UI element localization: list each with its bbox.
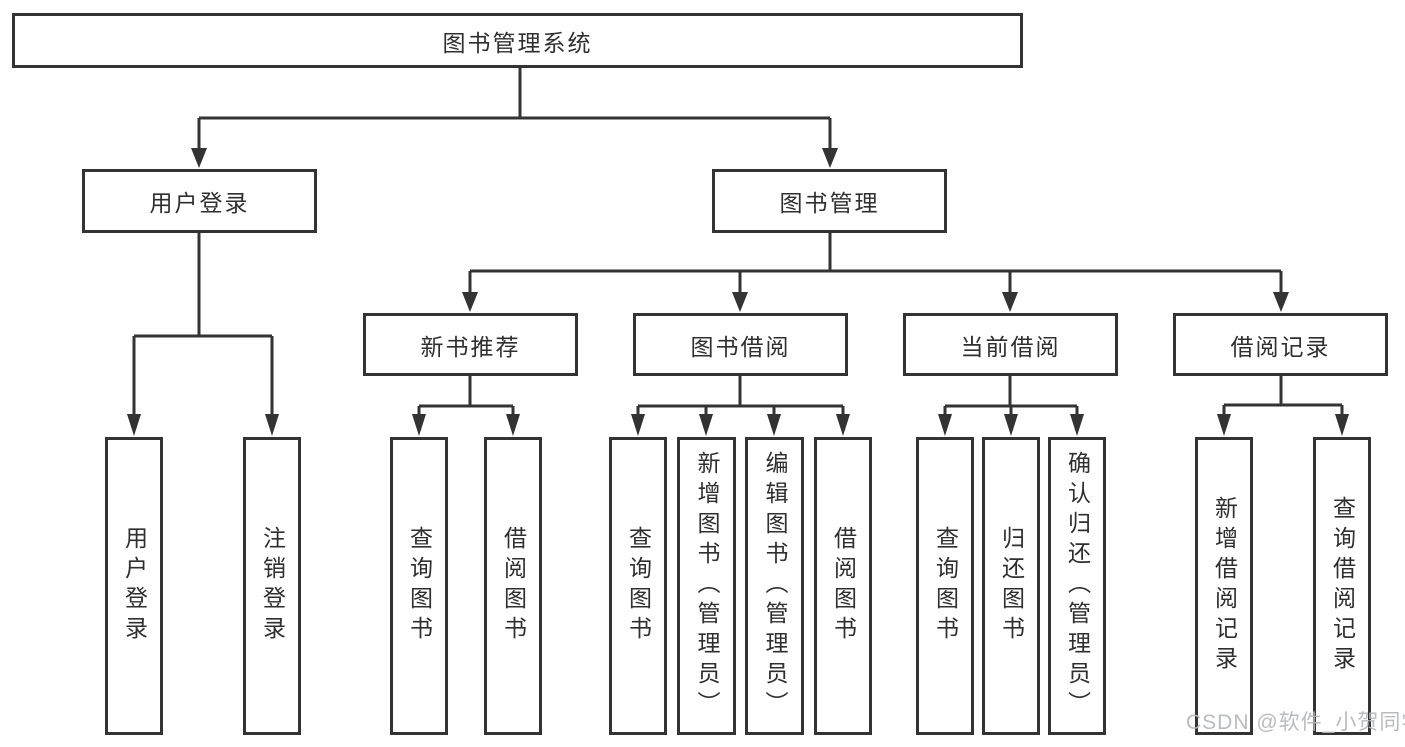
leaf-borrow-books-borrowing: 借阅图书	[814, 437, 872, 735]
leaf-return-book: 归还图书	[982, 437, 1040, 735]
node-label: 借阅图书	[500, 526, 527, 646]
node-label: 查询图书	[625, 526, 652, 646]
node-label: 图书管理	[779, 190, 880, 216]
leaf-add-book-admin: 新增图书（管理员）	[677, 437, 736, 735]
leaf-add-borrow-record: 新增借阅记录	[1195, 437, 1253, 735]
node-label: 查询图书	[406, 526, 433, 646]
node-label: 注销登录	[259, 526, 286, 646]
leaf-query-books-borrowing: 查询图书	[609, 437, 667, 735]
leaf-edit-book-admin: 编辑图书（管理员）	[745, 437, 804, 735]
leaf-query-borrow-record: 查询借阅记录	[1313, 437, 1371, 735]
node-label: 确认归还（管理员）	[1064, 451, 1091, 721]
leaf-logout: 注销登录	[243, 437, 301, 735]
watermark: CSDN @软件_小贺同学	[1186, 711, 1405, 734]
node-borrowing-records: 借阅记录	[1173, 313, 1388, 376]
node-user-login: 用户登录	[82, 169, 317, 233]
leaf-query-books-current: 查询图书	[916, 437, 974, 735]
leaf-borrow-books-recommend: 借阅图书	[484, 437, 542, 735]
node-label: 借阅图书	[830, 526, 857, 646]
node-label: 借阅记录	[1230, 333, 1331, 360]
node-root-system: 图书管理系统	[12, 13, 1023, 68]
node-label: 编辑图书（管理员）	[762, 451, 788, 721]
node-label: 新增借阅记录	[1211, 496, 1238, 676]
leaf-query-books-recommend: 查询图书	[390, 437, 448, 735]
node-label: 用户登录	[149, 190, 250, 216]
node-label: 图书管理系统	[442, 29, 593, 56]
node-label: 用户登录	[121, 526, 148, 646]
node-label: 查询图书	[932, 526, 959, 646]
node-current-borrowing: 当前借阅	[903, 313, 1118, 376]
node-new-book-recommend: 新书推荐	[363, 313, 578, 376]
node-label: 查询借阅记录	[1329, 496, 1356, 676]
leaf-user-login: 用户登录	[105, 437, 163, 735]
leaf-confirm-return-admin: 确认归还（管理员）	[1048, 437, 1106, 735]
node-book-management: 图书管理	[712, 169, 947, 233]
node-label: 当前借阅	[960, 333, 1061, 360]
node-label: 归还图书	[998, 526, 1025, 646]
node-book-borrowing: 图书借阅	[633, 313, 848, 376]
node-label: 新书推荐	[420, 333, 521, 360]
node-label: 新增图书（管理员）	[694, 451, 720, 721]
node-label: 图书借阅	[690, 333, 791, 360]
